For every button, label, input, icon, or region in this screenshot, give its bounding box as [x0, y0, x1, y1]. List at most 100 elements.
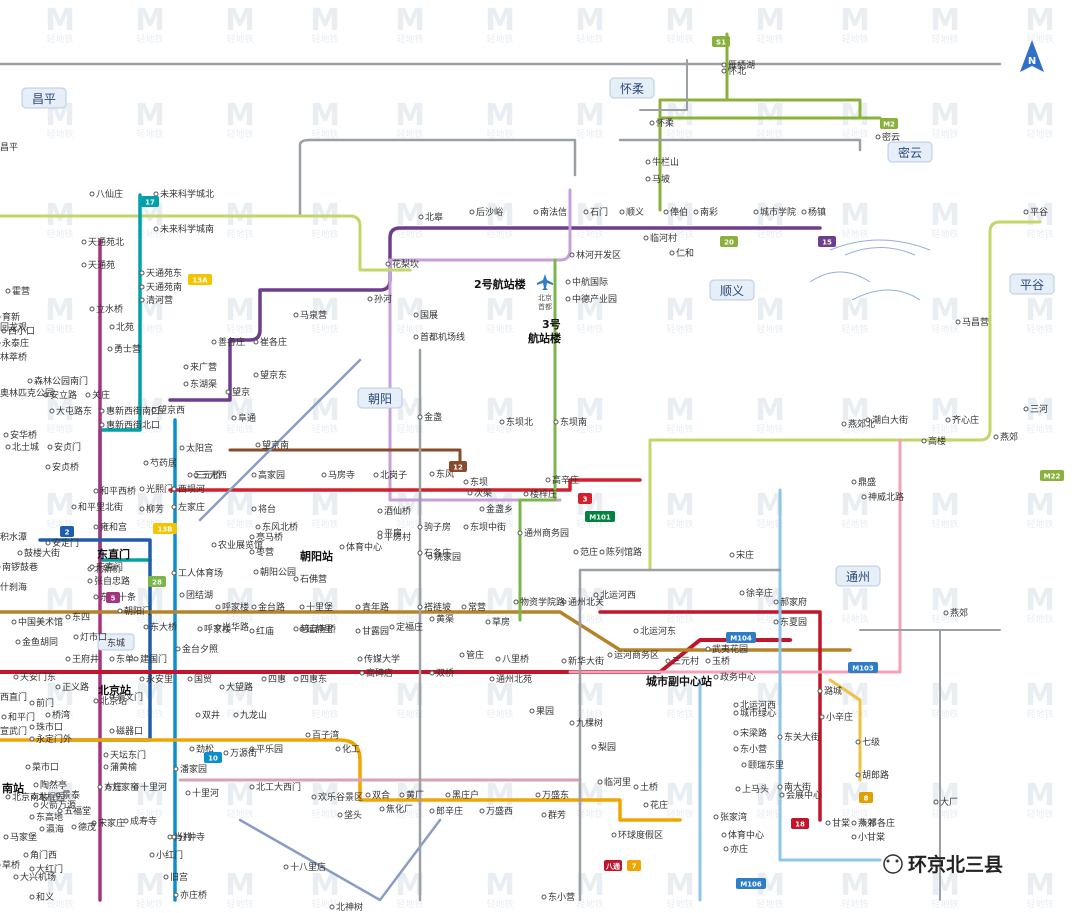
- station-label[interactable]: 慈云寺桥: [300, 623, 336, 635]
- station-label[interactable]: 临河村: [650, 232, 677, 244]
- station-label[interactable]: 马家堡: [10, 831, 37, 843]
- station-label[interactable]: 平谷: [1030, 207, 1048, 218]
- station-label[interactable]: 呼家楼: [222, 601, 249, 613]
- station-label[interactable]: 双合: [372, 789, 390, 801]
- station-label[interactable]: 传媒大学: [364, 653, 400, 665]
- hub-subcenter[interactable]: 城市副中心站: [646, 674, 712, 688]
- station-label[interactable]: 万盛西: [486, 805, 513, 817]
- station-label[interactable]: 仁和: [676, 247, 694, 259]
- station-label[interactable]: 光华路: [222, 621, 249, 633]
- station-label[interactable]: 四惠东: [300, 673, 327, 685]
- station-label[interactable]: 定福庄: [396, 621, 423, 633]
- station-label[interactable]: 望京南: [262, 439, 289, 451]
- hub-beijing-station[interactable]: 北京站: [98, 683, 131, 697]
- line-badge-b12[interactable]: 12: [449, 461, 467, 472]
- station-label[interactable]: 景泰: [62, 789, 80, 801]
- station-label[interactable]: 运河商务区: [614, 649, 659, 661]
- line-badge-b3[interactable]: 3: [578, 493, 592, 504]
- station-label[interactable]: 天安门东: [20, 671, 56, 683]
- district-huairou[interactable]: 怀柔: [609, 77, 655, 99]
- station-label[interactable]: 南彩: [700, 206, 718, 218]
- station-label[interactable]: 肖村: [174, 831, 192, 843]
- station-label[interactable]: 农业展览馆: [218, 539, 263, 551]
- line-badge-b18[interactable]: 18: [791, 818, 809, 829]
- station-label[interactable]: 勇士营: [114, 343, 141, 355]
- station-label[interactable]: 北苑: [116, 321, 134, 333]
- station-label[interactable]: 回龙观: [0, 321, 27, 333]
- station-label[interactable]: 三河: [1030, 403, 1048, 415]
- station-label[interactable]: 善各庄: [218, 336, 245, 348]
- station-label[interactable]: 西小口: [8, 326, 35, 337]
- station-label[interactable]: 怀北: [728, 65, 746, 77]
- station-label[interactable]: 九棵树: [576, 717, 603, 729]
- station-label[interactable]: 焦化厂: [386, 803, 413, 815]
- station-label[interactable]: 延静里: [306, 623, 333, 635]
- line-badge-bs1[interactable]: S1: [712, 36, 730, 47]
- district-tongzhou[interactable]: 通州: [835, 565, 881, 587]
- station-label[interactable]: 次渠: [474, 487, 492, 499]
- station-label[interactable]: 燕郊: [1000, 431, 1018, 443]
- station-label[interactable]: 朝阳门: [124, 605, 151, 617]
- station-label[interactable]: 甘棠: [832, 817, 850, 829]
- line-badge-b17[interactable]: 17: [141, 196, 159, 207]
- station-label[interactable]: 武夷花园: [712, 643, 748, 655]
- station-label[interactable]: 高碑店: [366, 667, 393, 679]
- station-label[interactable]: 昌平: [0, 142, 18, 153]
- station-label[interactable]: 东关大街: [784, 731, 820, 743]
- station-label[interactable]: 张家湾: [720, 811, 747, 823]
- station-label[interactable]: 鼓楼大街: [24, 547, 60, 559]
- station-label[interactable]: 燕郊: [858, 817, 876, 829]
- station-label[interactable]: 和平西桥: [100, 485, 136, 497]
- station-label[interactable]: 果园: [536, 706, 554, 717]
- station-label[interactable]: 褡裢坡: [424, 601, 451, 613]
- district-miyun[interactable]: 密云: [887, 141, 933, 163]
- station-label[interactable]: 宋梁路: [740, 727, 767, 739]
- station-label[interactable]: 陈列馆路: [606, 546, 642, 558]
- station-label[interactable]: 分钟寺: [178, 831, 205, 843]
- station-label[interactable]: 崔各庄: [260, 336, 287, 348]
- station-label[interactable]: 望京西: [158, 404, 185, 416]
- district-pinggu[interactable]: 平谷: [1009, 273, 1055, 295]
- station-label[interactable]: 惠新西街北口: [106, 419, 160, 431]
- station-label[interactable]: 上马头: [742, 784, 769, 795]
- station-label[interactable]: 郝家府: [780, 596, 807, 608]
- line-badge-b28[interactable]: 28: [148, 576, 166, 587]
- station-label[interactable]: 亦庄: [730, 843, 748, 855]
- station-label[interactable]: 小红门: [156, 849, 183, 861]
- station-label[interactable]: 张自忠路: [94, 575, 130, 587]
- district-shunyi[interactable]: 顺义: [709, 279, 755, 301]
- station-label[interactable]: 木樨园: [38, 791, 65, 803]
- station-label[interactable]: 土桥: [640, 781, 658, 793]
- district-chaoyang[interactable]: 朝阳: [357, 387, 403, 409]
- station-label[interactable]: 北运河西: [740, 699, 776, 711]
- station-label[interactable]: 通州北关: [568, 596, 604, 608]
- station-label[interactable]: 金鱼胡同: [22, 636, 58, 648]
- hub-t3a[interactable]: 3号: [542, 318, 561, 331]
- station-label[interactable]: 什刹海: [0, 581, 27, 593]
- station-label[interactable]: 东直门: [96, 561, 123, 573]
- station-label[interactable]: 会展中心: [786, 789, 822, 801]
- station-label[interactable]: 东四: [72, 611, 90, 623]
- station-label[interactable]: 桥湾: [52, 709, 70, 721]
- station-label[interactable]: 雍和宫: [100, 521, 127, 533]
- station-label[interactable]: 林萃桥: [0, 351, 27, 363]
- station-label[interactable]: 青年路: [362, 601, 389, 613]
- station-label[interactable]: 北土城: [12, 441, 39, 453]
- station-label[interactable]: 东湖渠: [190, 378, 217, 390]
- station-label[interactable]: 牛栏山: [652, 156, 679, 168]
- hub-chaoyang-station[interactable]: 朝阳站: [300, 549, 333, 563]
- station-label[interactable]: 立水桥: [96, 303, 123, 315]
- station-label[interactable]: 胡郎路: [862, 769, 889, 781]
- station-label[interactable]: 珠市口: [36, 721, 63, 733]
- station-label[interactable]: 安立路: [50, 389, 77, 401]
- station-label[interactable]: 工人体育场: [178, 567, 223, 579]
- station-label[interactable]: 北新桥: [94, 563, 121, 575]
- station-label[interactable]: 太阳宫: [186, 442, 213, 454]
- station-label[interactable]: 齐心庄: [952, 414, 979, 426]
- station-label[interactable]: 前门: [36, 697, 54, 709]
- station-label[interactable]: 刘家窑: [112, 781, 139, 793]
- station-label[interactable]: 潘家园: [180, 763, 207, 775]
- line-badge-b2[interactable]: 2: [60, 526, 74, 537]
- station-label[interactable]: 酒仙桥: [384, 505, 411, 517]
- station-label[interactable]: 平乐园: [256, 743, 283, 755]
